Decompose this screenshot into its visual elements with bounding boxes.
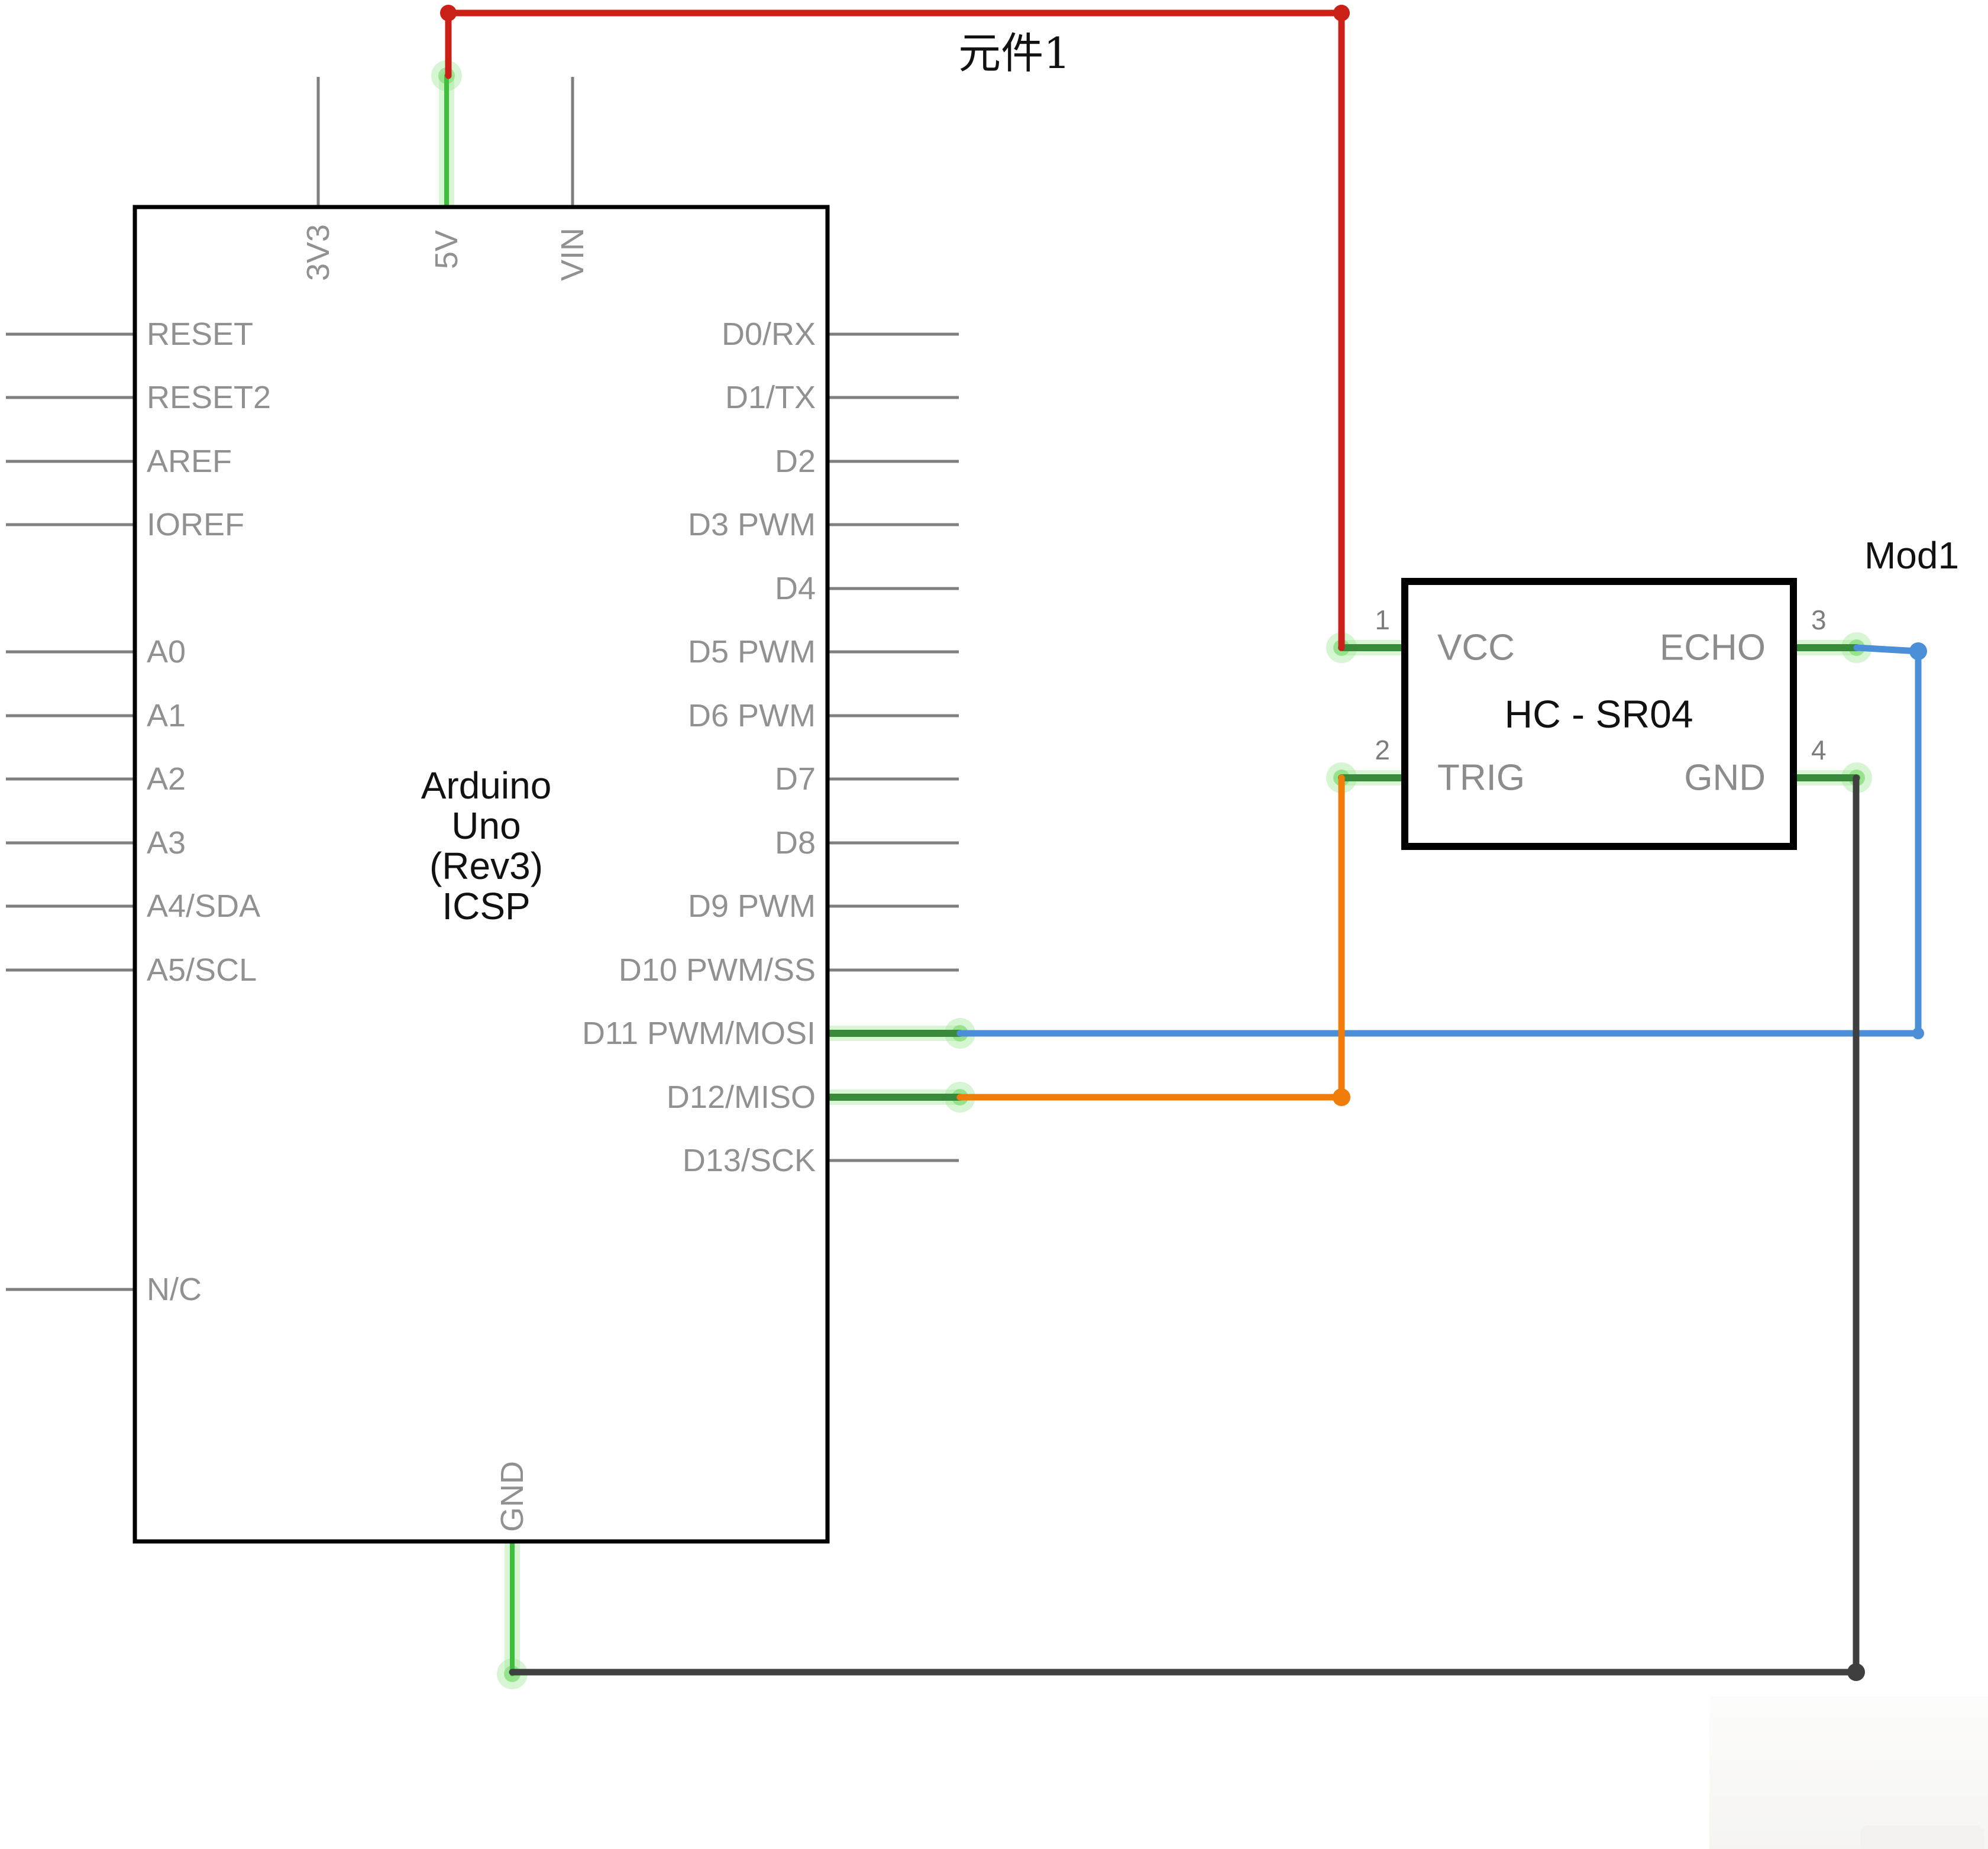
pin-label-d11: D11 PWM/MOSI [582,1016,816,1051]
sensor-pin-label-gnd: GND [1684,758,1766,799]
sensor-pin-num-3: 3 [1811,605,1827,635]
pin-label-d4: D4 [775,571,816,606]
pin-label-a0: A0 [147,634,186,670]
sensor-pin-num-2: 2 [1375,735,1390,765]
pin-label-aref: AREF [147,444,232,479]
pin-label-5v: 5V [429,230,464,269]
net-label-component1: 元件1 [958,28,1071,78]
pin-label-d0: D0/RX [722,316,816,352]
wire-bend-dot [1909,642,1927,660]
pin-green-cores [444,73,1860,1676]
sensor-pin-labels: VCC TRIG ECHO GND [1437,628,1766,799]
pin-label-d12: D12/MISO [667,1079,816,1115]
arduino-top-pin-labels: 3V3 5V VIN [300,224,590,281]
wire-bend-dot [1912,1027,1924,1039]
sensor-pin-label-echo: ECHO [1660,628,1766,668]
pin-label-a3: A3 [147,825,186,861]
pin-label-d5: D5 PWM [688,634,816,670]
sensor-pin-num-1: 1 [1375,605,1390,635]
pin-label-d3: D3 PWM [688,507,816,542]
pin-label-gnd-bottom: GND [494,1461,530,1532]
pin-label-d1: D1/TX [725,380,816,415]
pin-label-vin: VIN [555,228,590,281]
pin-label-reset2: RESET2 [147,380,271,415]
wire-5v-vcc[interactable] [440,5,1350,651]
pin-label-a5: A5/SCL [147,952,257,988]
sensor-pin-label-trig: TRIG [1437,758,1525,799]
pin-label-ioref: IOREF [147,507,244,542]
wire-gnd[interactable] [509,774,1865,1681]
pin-label-d6: D6 PWM [688,698,816,733]
wire-bend-dot [1333,1088,1350,1106]
sensor-pin-label-vcc: VCC [1437,628,1515,668]
pin-label-reset: RESET [147,316,253,352]
arduino-title: Arduino Uno (Rev3) ICSP [421,764,552,927]
wire-bend-dot [440,5,457,21]
arduino-pin-stubs [6,77,959,1291]
pin-label-a1: A1 [147,698,186,733]
sensor-designator: Mod1 [1864,534,1959,577]
arduino-body[interactable] [132,205,830,1544]
pin-label-d8: D8 [775,825,816,861]
pin-label-d2: D2 [775,444,816,479]
pin-label-d13: D13/SCK [683,1143,816,1178]
pin-label-a2: A2 [147,761,186,797]
arduino-title-line: Arduino [421,764,552,807]
pin-label-3v3: 3V3 [300,224,336,281]
wire-trig-d12[interactable] [956,774,1350,1106]
arduino-left-pin-labels: RESET RESET2 AREF IOREF A0 A1 A2 A3 A4/S… [147,316,271,1307]
pin-label-d7: D7 [775,761,816,797]
wire-bend-dot [1847,1663,1865,1681]
pin-label-a4: A4/SDA [147,888,260,924]
arduino-title-line: Uno [451,804,521,847]
arduino-title-line: ICSP [442,885,530,927]
pin-label-d10: D10 PWM/SS [619,952,816,988]
sensor-body[interactable] [1401,578,1797,850]
arduino-title-line: (Rev3) [429,845,543,887]
wire-echo-d11[interactable] [956,642,1927,1039]
pin-label-d9: D9 PWM [688,888,816,924]
sensor-pin-numbers: 1 2 3 4 [1375,605,1826,765]
pin-label-nc: N/C [147,1272,202,1307]
sensor-title: HC - SR04 [1504,692,1693,736]
wire-bend-dot [1333,5,1350,21]
sensor-pin-num-4: 4 [1811,735,1827,765]
arduino-right-pin-labels: D0/RX D1/TX D2 D3 PWM D4 D5 PWM D6 PWM D… [582,316,816,1178]
